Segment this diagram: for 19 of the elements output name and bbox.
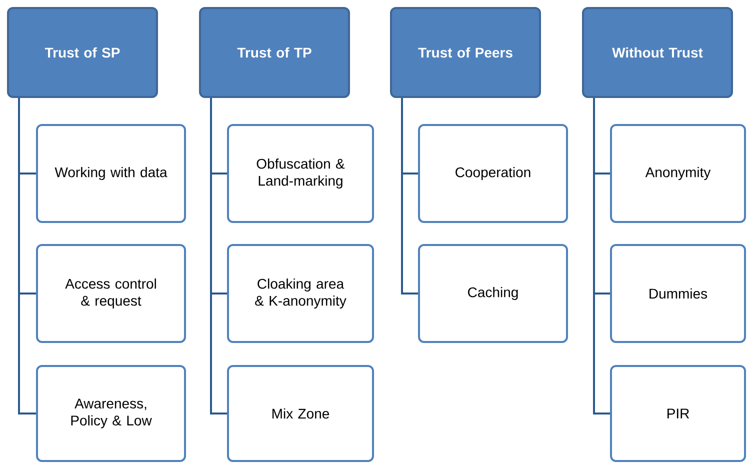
technique-box: PIR <box>610 365 746 462</box>
category-box: Trust of SP <box>7 7 158 98</box>
connector-line <box>210 98 227 414</box>
technique-box: Cloaking area & K-anonymity <box>227 244 374 343</box>
technique-box: Caching <box>418 244 568 343</box>
technique-box: Obfuscation & Land-marking <box>227 124 374 223</box>
connector-line <box>18 98 36 414</box>
category-box: Trust of Peers <box>390 7 541 98</box>
category-box: Without Trust <box>582 7 733 98</box>
connector-line <box>401 98 418 294</box>
connector-line <box>593 98 610 414</box>
technique-box: Working with data <box>36 124 186 223</box>
technique-box: Anonymity <box>610 124 746 223</box>
category-box: Trust of TP <box>199 7 350 98</box>
technique-box: Cooperation <box>418 124 568 223</box>
technique-box: Mix Zone <box>227 365 374 462</box>
technique-box: Awareness, Policy & Low <box>36 365 186 462</box>
technique-box: Dummies <box>610 244 746 343</box>
technique-box: Access control & request <box>36 244 186 343</box>
